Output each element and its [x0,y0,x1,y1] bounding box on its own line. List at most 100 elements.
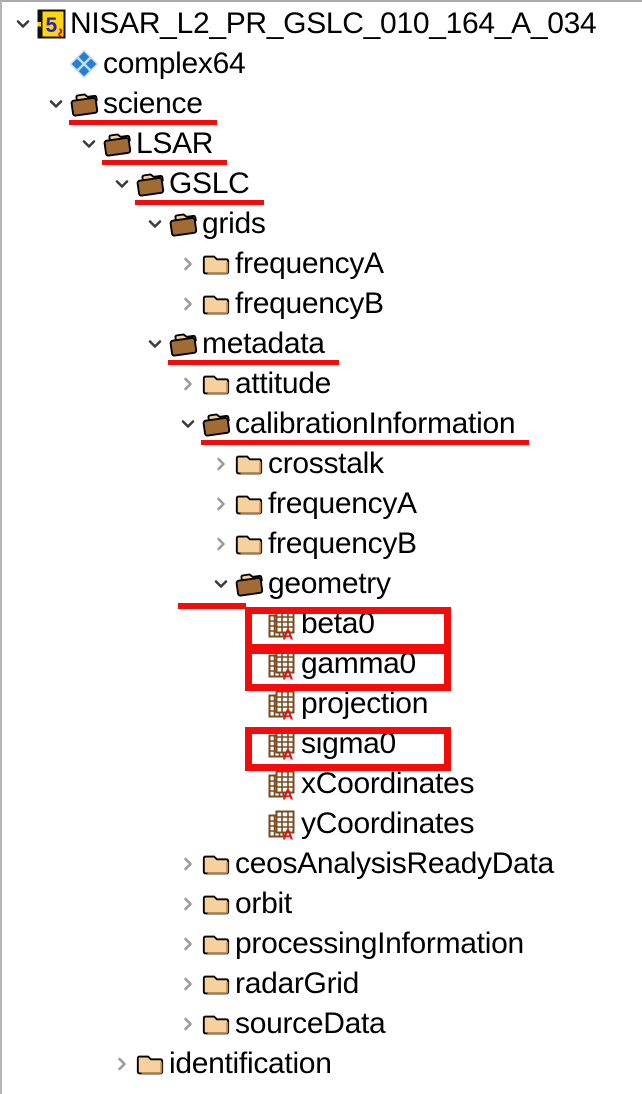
folder-open-icon [168,327,198,361]
dataset-icon: A [267,807,297,841]
tree-node-LSAR[interactable]: LSAR [2,124,642,165]
chevron-placeholder [241,764,267,804]
chevron-right-icon[interactable] [208,524,234,564]
dataset-icon: A [267,687,297,721]
folder-closed-icon [234,487,264,521]
folder-closed-icon [201,1007,231,1041]
node-label: GSLC [169,167,250,200]
chevron-placeholder [241,644,267,684]
chevron-down-icon[interactable] [109,164,135,204]
node-label: attitude [235,367,332,400]
folder-closed-icon [201,247,231,281]
folder-closed-icon [201,967,231,1001]
node-label: identification [169,1047,332,1080]
chevron-right-icon[interactable] [109,1044,135,1084]
dataset-icon: A [267,727,297,761]
chevron-right-icon[interactable] [175,844,201,884]
chevron-down-icon[interactable] [175,404,201,444]
dataset-icon: A [267,647,297,681]
tree-node-frequencyA[interactable]: frequencyA [2,484,642,524]
svg-text:A: A [283,747,294,761]
svg-text:5: 5 [46,14,58,37]
node-label: complex64 [103,47,246,80]
chevron-placeholder [241,684,267,724]
chevron-right-icon[interactable] [175,284,201,324]
tree-node-GSLC[interactable]: GSLC [2,164,642,205]
tree-node-frequencyA[interactable]: frequencyA [2,244,642,284]
datatype-icon [69,47,99,81]
chevron-placeholder [241,724,267,764]
node-label: calibrationInformation [235,407,516,440]
tree-node-geometry[interactable]: geometry [2,564,642,609]
chevron-down-icon[interactable] [142,204,168,244]
dataset-icon: A [267,767,297,801]
tree-node-orbit[interactable]: orbit [2,884,642,924]
folder-open-icon [102,127,132,161]
folder-closed-icon [201,367,231,401]
chevron-down-icon[interactable] [76,124,102,164]
folder-open-icon [69,87,99,121]
node-label: orbit [235,887,292,920]
hdf5-file-icon: 5 [36,7,66,41]
node-label: grids [202,207,266,240]
chevron-placeholder [241,804,267,844]
node-label: metadata [202,327,325,360]
tree-node-attitude[interactable]: attitude [2,364,642,404]
tree-node-frequencyB[interactable]: frequencyB [2,524,642,564]
node-label: crosstalk [268,447,384,480]
tree-node-calibrationInformation[interactable]: calibrationInformation [2,404,642,445]
chevron-right-icon[interactable] [175,364,201,404]
node-label: frequencyB [235,287,384,320]
node-label: projection [301,687,429,720]
chevron-placeholder [43,44,69,84]
tree-node-metadata[interactable]: metadata [2,324,642,365]
chevron-right-icon[interactable] [208,444,234,484]
chevron-right-icon[interactable] [175,1004,201,1044]
tree-node-crosstalk[interactable]: crosstalk [2,444,642,484]
tree-node-processingInformation[interactable]: processingInformation [2,924,642,964]
node-label: xCoordinates [301,767,475,800]
folder-open-icon [201,407,231,441]
chevron-down-icon[interactable] [208,564,234,604]
chevron-right-icon[interactable] [175,924,201,964]
folder-closed-icon [201,287,231,321]
svg-text:A: A [283,707,294,721]
node-label: frequencyB [268,527,417,560]
tree-node-sourceData[interactable]: sourceData [2,1004,642,1044]
node-label: sigma0 [301,727,396,760]
svg-text:A: A [283,827,294,841]
tree-node-NISAR_L2_PR_GSLC_010_164_A_034[interactable]: 5 NISAR_L2_PR_GSLC_010_164_A_034 [2,4,642,44]
node-label: LSAR [136,127,214,160]
tree-node-complex64[interactable]: complex64 [2,44,642,84]
chevron-right-icon[interactable] [208,484,234,524]
chevron-right-icon[interactable] [175,884,201,924]
node-label: yCoordinates [301,807,475,840]
tree-node-identification[interactable]: identification [2,1044,642,1084]
chevron-right-icon[interactable] [175,244,201,284]
folder-closed-icon [201,847,231,881]
folder-closed-icon [135,1047,165,1081]
chevron-right-icon[interactable] [175,964,201,1004]
chevron-down-icon[interactable] [10,4,36,44]
node-label: gamma0 [301,647,416,680]
tree-node-ceosAnalysisReadyData[interactable]: ceosAnalysisReadyData [2,844,642,884]
node-label: geometry [268,567,391,600]
tree-node-frequencyB[interactable]: frequencyB [2,284,642,324]
chevron-down-icon[interactable] [43,84,69,124]
tree-node-radarGrid[interactable]: radarGrid [2,964,642,1004]
node-label: beta0 [301,607,375,640]
node-label: NISAR_L2_PR_GSLC_010_164_A_034 [70,7,597,40]
tree-node-science[interactable]: science [2,84,642,125]
tree-node-grids[interactable]: grids [2,204,642,244]
folder-closed-icon [201,887,231,921]
node-label: sourceData [235,1007,386,1040]
chevron-down-icon[interactable] [142,324,168,364]
folder-closed-icon [234,447,264,481]
